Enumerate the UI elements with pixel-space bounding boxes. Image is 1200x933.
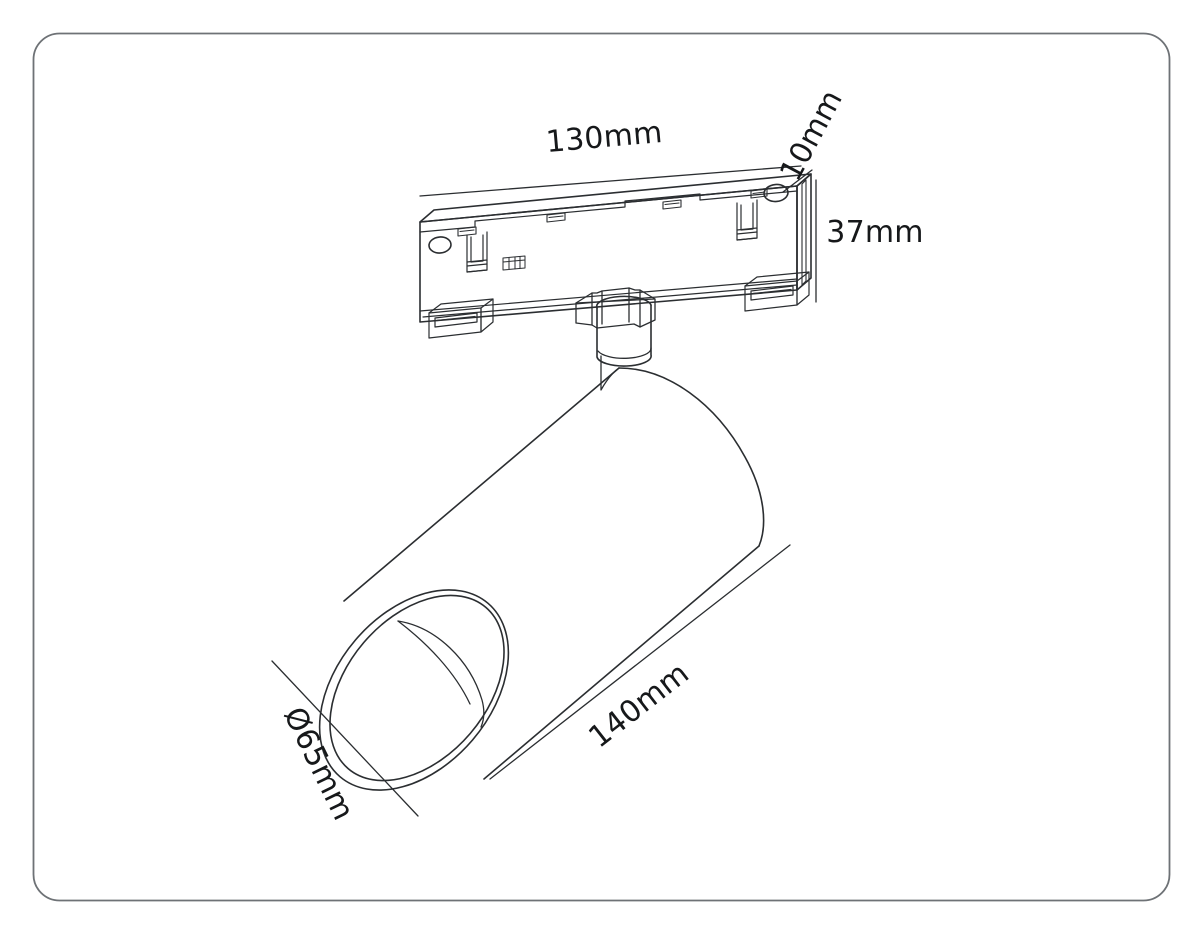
dimension-label-65mm: Ø65mm bbox=[276, 702, 361, 826]
track-rail-module bbox=[419, 173, 812, 339]
dimension-label-130mm: 130mm bbox=[545, 115, 664, 160]
cylinder-neck bbox=[600, 355, 620, 391]
track-bracket-right bbox=[736, 199, 758, 241]
dimension-label-10mm: 10mm bbox=[773, 84, 850, 186]
track-oval-hole-left bbox=[428, 236, 452, 254]
swivel-cylinder-ring bbox=[597, 347, 652, 359]
swivel-mount-collar bbox=[575, 287, 656, 329]
swivel-cylinder-body bbox=[596, 304, 652, 367]
track-right-end-seam bbox=[801, 179, 807, 286]
track-terminal-block bbox=[502, 255, 526, 271]
track-oval-hole-right bbox=[763, 183, 789, 203]
swivel-joint bbox=[595, 295, 652, 367]
track-groove-strip bbox=[419, 190, 798, 233]
swivel-cylinder-top-arc bbox=[595, 295, 652, 309]
page-border bbox=[32, 32, 1171, 902]
dimension-line-130mm bbox=[419, 165, 802, 197]
track-vent-slots bbox=[457, 188, 768, 237]
dimension-line-65mm bbox=[271, 660, 419, 817]
dimension-labels: 130mm 10mm 37mm 140mm Ø65mm bbox=[276, 84, 923, 826]
lens-bore-arc bbox=[397, 620, 485, 728]
dimension-line-140mm bbox=[489, 544, 791, 780]
lens-outer-ring bbox=[318, 589, 510, 791]
lens-inner-ring bbox=[329, 594, 505, 782]
dimension-label-37mm: 37mm bbox=[826, 215, 923, 250]
dimension-label-140mm: 140mm bbox=[582, 656, 696, 755]
cylinder-edge-bottom bbox=[483, 545, 760, 780]
cylinder-rear-cap bbox=[618, 367, 765, 547]
track-right-end-face bbox=[796, 173, 812, 291]
track-clip-right bbox=[744, 271, 810, 312]
cylinder-edge-top bbox=[343, 367, 620, 602]
track-bottom-lip bbox=[419, 278, 798, 312]
lens-inner-crescent bbox=[397, 620, 471, 705]
spotlight-cylinder bbox=[318, 355, 765, 791]
track-clip-left bbox=[428, 298, 494, 339]
track-bracket-left bbox=[466, 231, 488, 273]
